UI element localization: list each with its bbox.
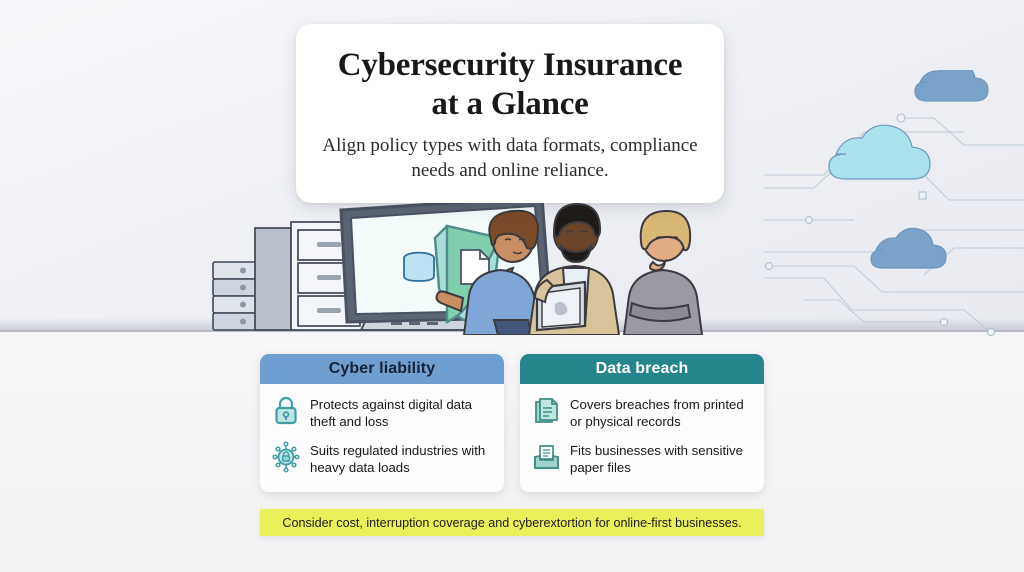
page-title-line2: at a Glance bbox=[431, 85, 589, 122]
list-item-label: Protects against digital data theft and … bbox=[310, 397, 473, 429]
list-item: Covers breaches from printed or physical… bbox=[532, 395, 754, 430]
file-tray-icon bbox=[534, 445, 559, 470]
circuit-cloud-graphic bbox=[764, 70, 1024, 337]
card-data-breach: Data breach Covers breaches from printed… bbox=[520, 354, 764, 492]
page-title: Cybersecurity Insurance at a Glance bbox=[322, 46, 698, 124]
person-with-tablet bbox=[527, 202, 621, 335]
list-item-label: Covers breaches from printed or physical… bbox=[570, 397, 744, 429]
list-item: Suits regulated industries with heavy da… bbox=[272, 441, 494, 476]
list-item-label: Fits businesses with sensitive paper fil… bbox=[570, 443, 743, 475]
list-item: Protects against digital data theft and … bbox=[272, 395, 494, 430]
office-scene-illustration bbox=[212, 195, 704, 335]
list-item: Fits businesses with sensitive paper fil… bbox=[532, 441, 754, 476]
card-body-data-breach: Covers breaches from printed or physical… bbox=[520, 384, 764, 477]
page-title-line1: Cybersecurity Insurance bbox=[337, 47, 683, 83]
card-header-data-breach: Data breach bbox=[520, 354, 764, 384]
card-body-cyber-liability: Protects against digital data theft and … bbox=[260, 384, 504, 477]
title-card: Cybersecurity Insurance at a Glance Alig… bbox=[296, 24, 724, 204]
secure-network-node-icon bbox=[272, 441, 300, 473]
footer-banner: Consider cost, interruption coverage and… bbox=[260, 509, 764, 536]
person-arms-crossed bbox=[622, 209, 704, 335]
cloud-bottom-shape bbox=[870, 227, 947, 269]
page-subtitle: Align policy types with data formats, co… bbox=[322, 134, 698, 181]
card-header-cyber-liability: Cyber liability bbox=[260, 354, 504, 384]
documents-stack-icon bbox=[535, 398, 558, 423]
padlock-icon bbox=[275, 396, 297, 425]
policy-cards: Cyber liability Protects against digital… bbox=[260, 354, 764, 494]
cloud-middle-shape bbox=[828, 124, 931, 180]
list-item-label: Suits regulated industries with heavy da… bbox=[310, 443, 486, 475]
person-pointing bbox=[435, 209, 542, 335]
cloud-top-shape bbox=[914, 70, 989, 102]
card-cyber-liability: Cyber liability Protects against digital… bbox=[260, 354, 504, 492]
tablet bbox=[535, 280, 587, 332]
